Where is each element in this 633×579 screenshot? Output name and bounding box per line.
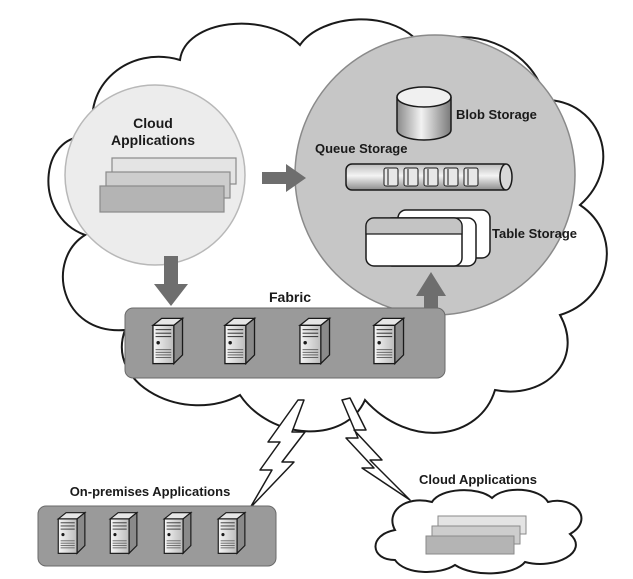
cloud-apps-label-line1: Cloud (133, 115, 173, 131)
blob-storage-label: Blob Storage (456, 107, 537, 122)
on-premises-bar (37, 505, 277, 567)
server-icon (224, 317, 256, 365)
server-icon (299, 317, 331, 365)
queue-storage-label: Queue Storage (315, 141, 407, 156)
queue-tube-icon (345, 163, 513, 191)
on-premises-label: On-premises Applications (70, 484, 231, 499)
cloud-apps-label-line2: Applications (111, 132, 195, 148)
lightning-link-icon (249, 399, 306, 509)
fabric-bar (124, 307, 446, 379)
table-card-icon (365, 209, 491, 267)
server-icon (152, 317, 184, 365)
app-cards-stack-icon (425, 515, 527, 555)
server-icon (163, 512, 192, 554)
fabric-label: Fabric (269, 289, 311, 305)
arrow-right-icon (262, 164, 306, 192)
server-icon (217, 512, 246, 554)
server-icon (57, 512, 86, 554)
server-icon (373, 317, 405, 365)
table-storage-label: Table Storage (492, 226, 577, 241)
app-cards-stack-icon (99, 157, 237, 213)
external-cloud-apps-label: Cloud Applications (419, 472, 537, 487)
database-cylinder-icon (396, 86, 452, 141)
arrow-down-icon (154, 256, 188, 306)
server-icon (109, 512, 138, 554)
lightning-link-icon (341, 397, 411, 501)
arrow-up-icon (416, 272, 446, 320)
